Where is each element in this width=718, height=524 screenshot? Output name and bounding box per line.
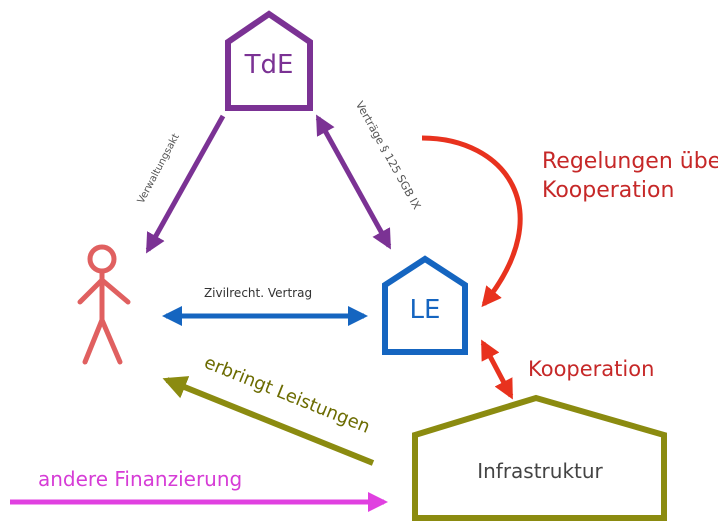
kooperation-arrow	[480, 339, 514, 400]
le-house-shape	[382, 255, 468, 355]
person-icon	[77, 244, 131, 365]
le-label: LE	[410, 295, 441, 325]
verwaltungsakt-label: Verwaltungsakt	[136, 132, 182, 206]
tde-label: TdE	[244, 50, 294, 80]
finanzierung-label: andere Finanzierung	[38, 467, 242, 491]
regelungen-label-line1: Regelungen über	[542, 149, 718, 174]
erbringt-label: erbringt Leistungen	[201, 352, 373, 438]
vertraege-arrow	[315, 114, 392, 250]
le-node: LE	[382, 255, 468, 355]
regelungen-arrow	[421, 135, 523, 308]
tde-house-shape	[225, 10, 313, 111]
erbringt-arrow	[162, 376, 375, 466]
kooperation-label: Kooperation	[528, 357, 654, 381]
infrastruktur-house-shape	[412, 394, 667, 521]
verwaltungsakt-arrow	[145, 114, 226, 254]
zivilrecht-label: Zivilrecht. Vertrag	[204, 286, 312, 300]
regelungen-label-line2: Kooperation	[542, 178, 674, 203]
tde-node: TdE	[225, 10, 313, 111]
infrastruktur-label: Infrastruktur	[477, 459, 603, 483]
infrastruktur-node: Infrastruktur	[412, 394, 667, 521]
